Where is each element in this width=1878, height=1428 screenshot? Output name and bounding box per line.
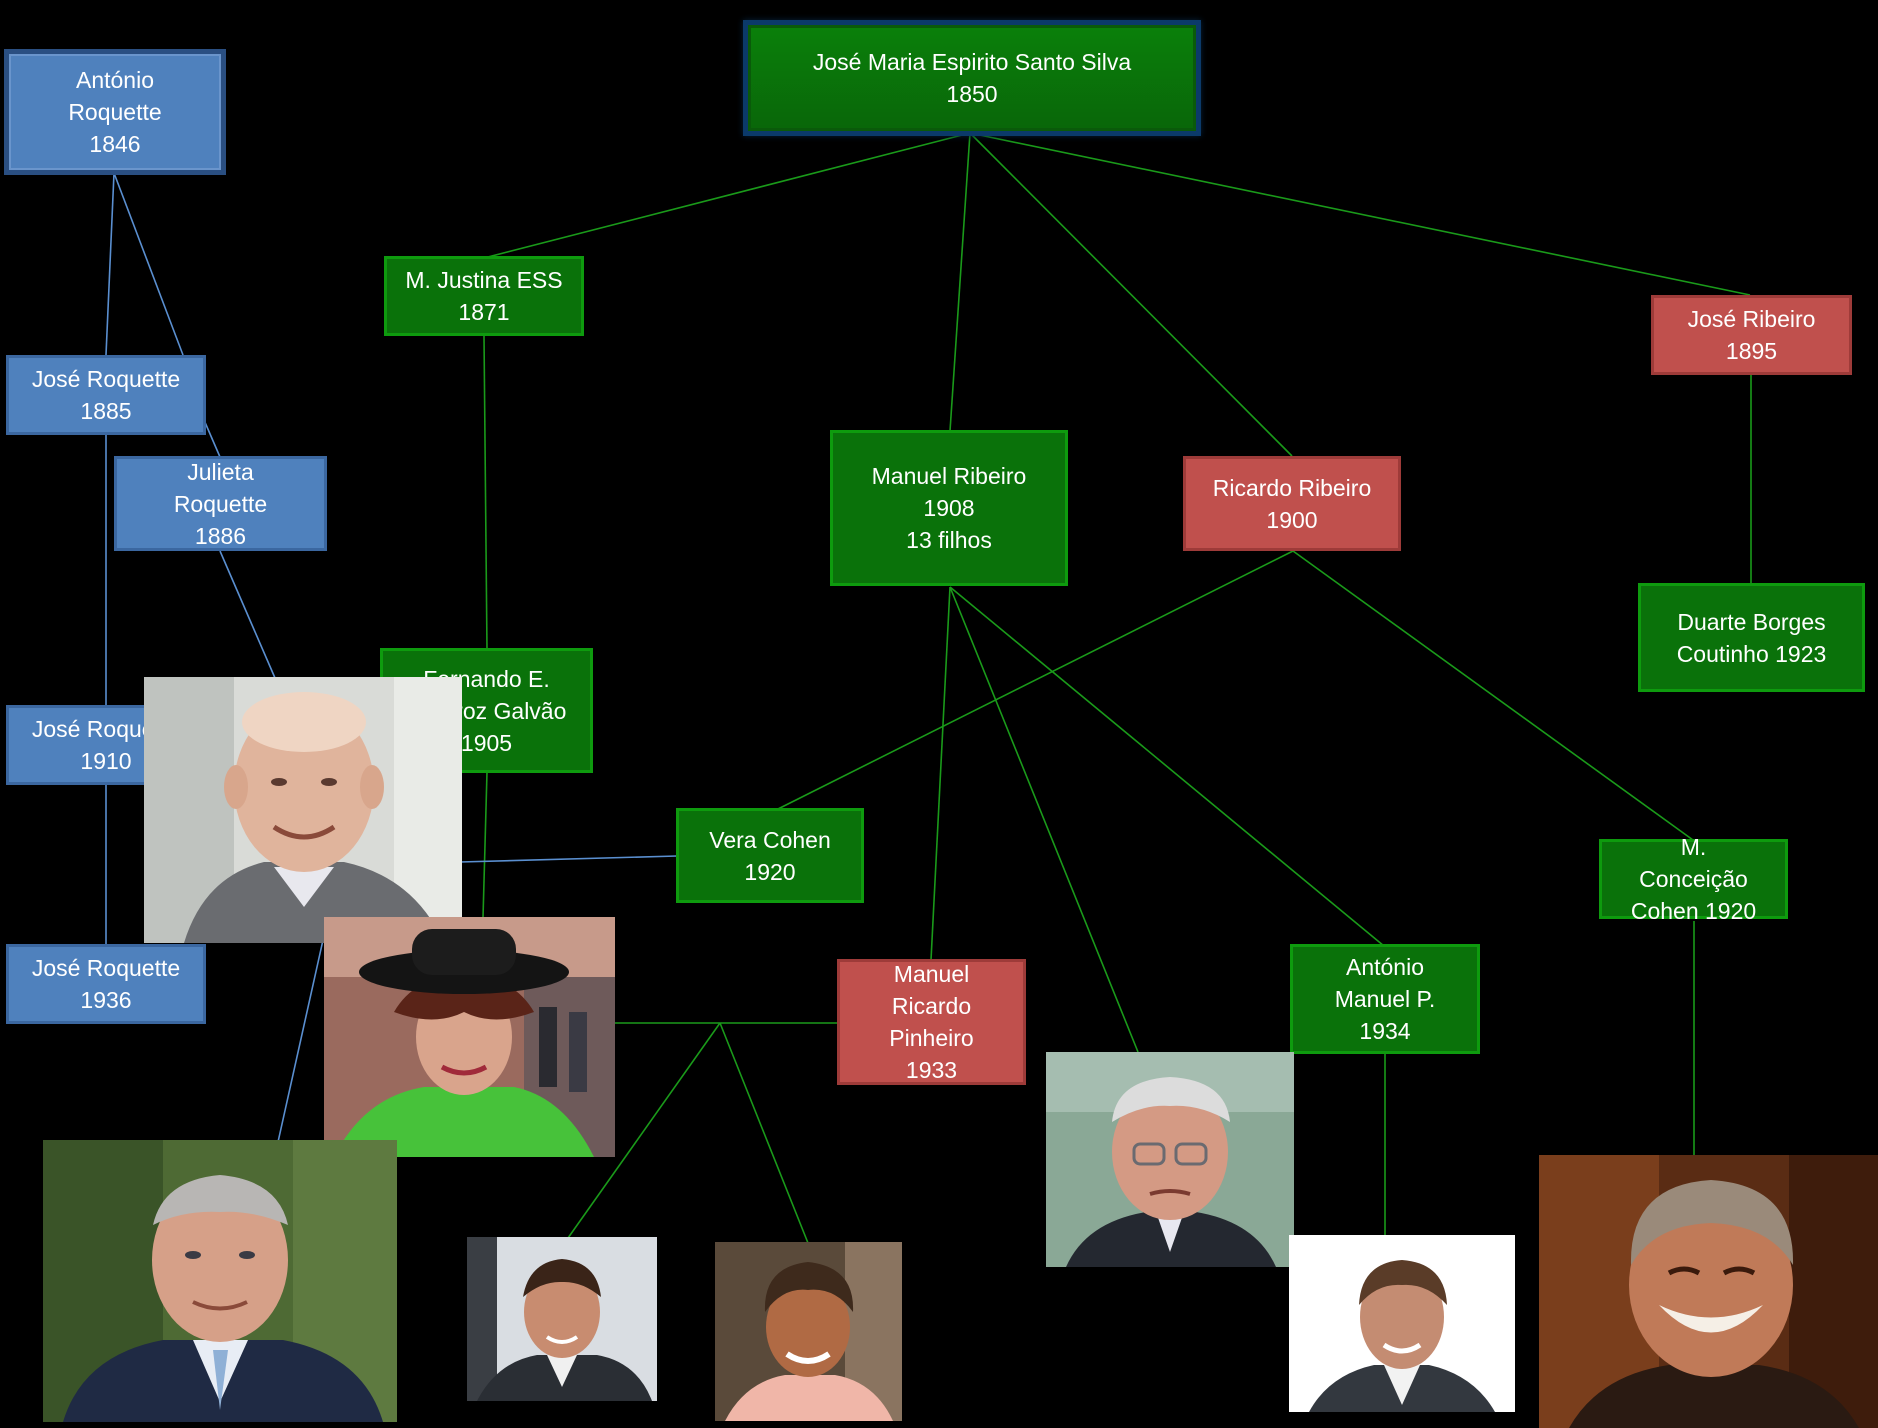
node-julieta-roquette: Julieta Roquette 1886 [114,456,327,551]
node-jose-maria-espirito-santo: José Maria Espirito Santo Silva 1850 [743,20,1201,136]
node-name: Vera Cohen [709,826,831,853]
node-year: 1933 [905,1057,958,1083]
portrait-man-suit-photo [43,1140,397,1422]
node-name: José Ribeiro [1687,306,1816,332]
node-m-conceicao-cohen: M. Conceição Cohen 1920 [1599,834,1788,924]
node-year: 1846 [89,131,141,157]
node-name: José Roquette [31,366,181,392]
node-line: Julieta [187,458,254,485]
node-jose-ribeiro: José Ribeiro 1895 [1651,295,1852,375]
portrait-man-glasses-photo [1046,1052,1294,1267]
node-antonio-manuel: António Manuel P. 1934 [1290,944,1480,1054]
node-line: Manuel P. [1334,986,1436,1012]
node-line: Coutinho 1923 [1676,640,1827,667]
node-line: Ricardo [891,993,972,1019]
node-fernando-galvao: Fernando E. Queiroz Galvão 1905 [380,648,593,773]
node-line: Roquette [68,99,162,125]
node-year: 1936 [80,987,132,1013]
node-year: 1885 [80,398,132,424]
node-antonio-roquette: António Roquette 1846 [4,49,226,175]
node-name: Ricardo Ribeiro [1212,474,1372,501]
node-jose-roquette-1936: José Roquette 1936 [6,944,206,1024]
portrait-tanned-man-photo [715,1242,902,1421]
node-manuel-ricardo-pinheiro: Manuel Ricardo Pinheiro 1933 [837,959,1026,1085]
node-year: 1850 [946,81,998,107]
node-jose-roquette-1885: José Roquette 1885 [6,355,206,435]
node-manuel-ribeiro: Manuel Ribeiro 1908 13 filhos [830,430,1068,586]
node-line: Conceição [1639,866,1748,892]
node-year: 1910 [80,748,132,774]
node-name: M. Justina ESS [405,267,563,293]
node-line: M. [1680,834,1707,860]
node-year: 1895 [1725,338,1778,364]
node-line: António [1345,954,1424,980]
portrait-young-man-photo [467,1237,657,1401]
node-name: José Roquette [31,955,181,981]
node-year: 1934 [1359,1018,1411,1044]
node-year: 1886 [194,522,247,549]
node-name: José Maria Espirito Santo Silva [812,49,1132,75]
node-ricardo-ribeiro: Ricardo Ribeiro 1900 [1183,456,1401,551]
node-line: Pinheiro [889,1025,974,1051]
node-line: Cohen 1920 [1630,898,1757,924]
node-line: António [75,67,154,93]
node-year: 1905 [460,729,513,756]
node-line: Manuel [893,961,970,987]
node-vera-cohen: Vera Cohen 1920 [676,808,864,903]
portrait-man-white-background-photo [1289,1235,1515,1412]
portrait-elderly-man-photo [144,677,462,943]
portrait-woman-green-hat-photo [324,917,615,1157]
portrait-laughing-man-photo [1539,1155,1878,1428]
node-year: 1871 [458,299,510,325]
node-note: 13 filhos [906,527,992,553]
node-name: Manuel Ribeiro [871,463,1027,489]
node-line: Roquette [173,490,268,517]
node-line: Duarte Borges [1677,608,1826,635]
node-duarte-borges-coutinho: Duarte Borges Coutinho 1923 [1638,583,1865,692]
node-year: 1920 [744,858,796,885]
node-year: 1908 [923,495,975,521]
node-m-justina-ess: M. Justina ESS 1871 [384,256,584,336]
node-year: 1900 [1266,506,1318,533]
